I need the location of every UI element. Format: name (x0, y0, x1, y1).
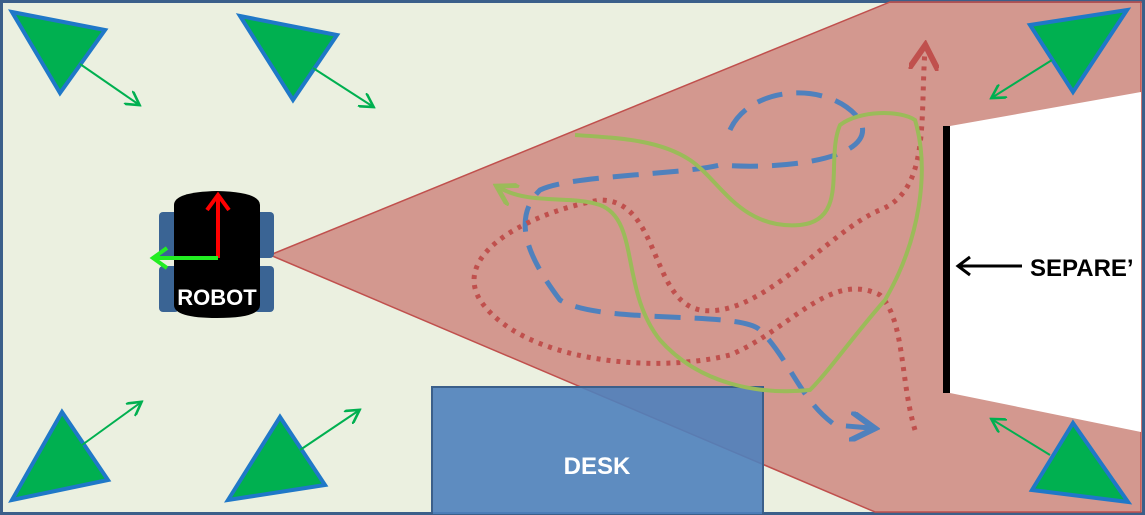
green-path (500, 111, 924, 394)
sensor-bottom-right (993, 419, 1133, 505)
desk (431, 386, 764, 515)
separator-pointer-arrowhead (955, 255, 971, 277)
sensor-top-right (993, 7, 1132, 97)
sensor-triangle-icon (223, 413, 329, 503)
sensor-bottom-center (223, 411, 358, 503)
separator-wall (943, 126, 950, 393)
sensor-triangle-icon (1028, 419, 1133, 505)
sensor-triangle-icon (235, 13, 341, 104)
sensor-top-left (8, 9, 138, 104)
area-behind-separator (950, 92, 1141, 432)
sensor-bottom-left (8, 403, 140, 503)
desk-label: DESK (564, 453, 631, 480)
sensor-triangle-icon (8, 408, 112, 503)
robot: ROBOT (149, 191, 274, 318)
blue-dashed-path (522, 90, 870, 428)
sensor-triangle-icon (1026, 7, 1132, 96)
separator-label: SEPARE’ (1030, 255, 1134, 282)
sensor-top-center (235, 13, 372, 106)
robot-label: ROBOT (177, 285, 257, 310)
sensor-triangle-icon (8, 9, 109, 97)
red-dotted-path-1 (471, 50, 925, 431)
